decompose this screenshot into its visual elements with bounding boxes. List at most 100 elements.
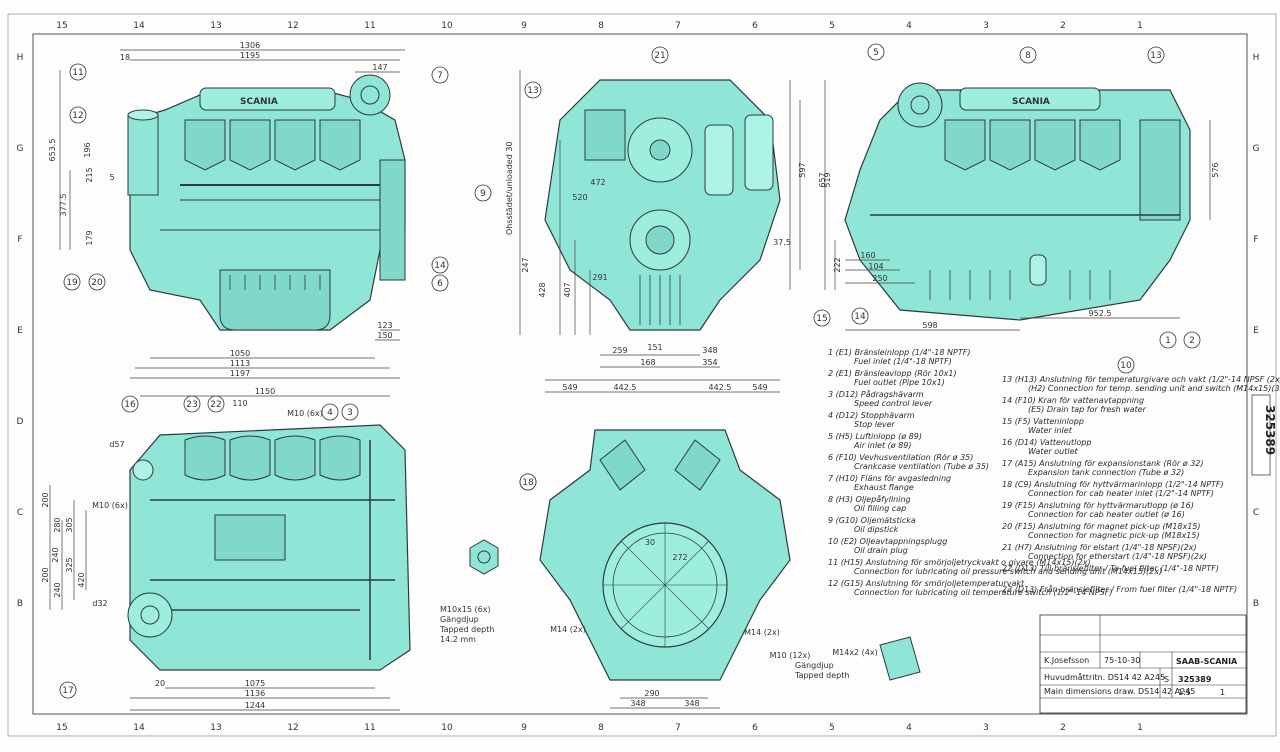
legend-item-en: (E5) Drain tap for fresh water [1028,405,1147,414]
bottom-dimension: M14x2 (4x) [832,648,878,657]
callout-number: 21 [654,51,665,61]
grid-col-top: 14 [133,21,145,31]
side-dimension: 1306 [240,41,260,50]
legend-item-en: Crankcase ventilation (Tube ø 35) [854,462,989,471]
top-detail-note: M10x15 (6x) [440,605,491,614]
grid-col-bottom: 7 [675,723,681,733]
bottom-dimension: 348 [684,699,699,708]
bottom-dimension: 290 [644,689,659,698]
callout-circle [63,273,81,291]
side-dimension: 215 [85,167,94,182]
bottom-dimension: M14 (2x) [550,625,586,634]
legend-item-en: Water outlet [1028,447,1079,456]
callout-23: 23 [183,395,201,413]
drawing-border [32,33,1248,715]
grid-col-bottom: 3 [983,723,989,733]
side-dimension: 179 [85,230,94,245]
front-dimension: 247 [521,257,530,272]
callout-circle [851,307,869,325]
front-dimension: 168 [640,358,655,367]
legend-item-sv: 13 (H13) Anslutning för temperaturgivare… [1002,375,1280,384]
callout-circle [519,473,537,491]
top-detail-note: Gängdjup [440,615,479,624]
callout-circle [1183,331,1201,349]
legend: 1 (E1) Bränsleinlopp (1/4"-18 NPTF)Fuel … [828,348,1280,597]
legend-item-en: Oil dipstick [854,525,899,534]
callout-number: 15 [816,314,827,324]
grid-col-top: 7 [675,21,681,31]
callout-8: 8 [1019,46,1037,64]
callout-circle [1159,331,1177,349]
callout-number: 13 [527,86,538,96]
callout-20: 20 [88,273,106,291]
side-dimension: 123 [377,321,392,330]
callout-number: 14 [854,312,866,322]
callout-circle [183,395,201,413]
size-code: S [1164,675,1169,684]
front-dimension: 259 [612,346,627,355]
sheet-number: 1 [1220,688,1225,697]
callout-number: 10 [1120,361,1132,371]
side-dimension: 1197 [230,369,250,378]
grid-col-bottom: 2 [1060,723,1066,733]
legend-item-en: Fuel inlet (1/4"-18 NPTF) [854,357,952,366]
callout-14: 14 [431,256,449,274]
callout-number: 18 [522,478,534,488]
callout-circle [431,256,449,274]
top-dimension: 420 [77,572,86,587]
drawing-title-en: Main dimensions draw. DS14 42 A245 [1044,687,1195,696]
side-dimension: 1195 [240,51,260,60]
company-name: SAAB-SCANIA [1176,657,1238,666]
front-dimension: 37.5 [773,238,791,247]
bottom-detail-note: Gängdjup [795,661,834,670]
callout-number: 12 [72,111,83,121]
callout-circle [651,46,669,64]
callout-1: 1 [1159,331,1177,349]
callout-10: 10 [1117,356,1135,374]
rear-dimension: 598 [922,321,937,330]
front-dimension: 442.5 [709,383,732,392]
legend-item-en: Connection for etherstart (1/4"-18 NPSF)… [1028,552,1207,561]
grid-col-bottom: 13 [210,723,221,733]
front-vertical-note: Ohsstädet/unloaded 30 [505,141,514,235]
legend-item-sv: 20 (F15) Anslutning för magnet pick-up (… [1002,522,1201,531]
bottom-dimension: 348 [630,699,645,708]
grid-row-right: G [1253,144,1260,154]
grid-col-top: 13 [210,21,221,31]
legend-item-sv: 11 (H15) Anslutning för smörjoljetryckva… [828,558,1091,567]
callout-circle [88,273,106,291]
top-dimension: 240 [51,547,60,562]
legend-item-sv: 17 (A15) Anslutning för expansionstank (… [1002,459,1204,468]
top-dimension: 200 [41,567,50,582]
grid-col-top: 3 [983,21,989,31]
top-dimension: M10 (6x) [92,501,128,510]
callout-circle [321,403,339,421]
callout-number: 20 [91,278,103,288]
callout-circle [524,81,542,99]
outer-border [7,13,1277,737]
rear-dimension: 952.5 [1089,309,1112,318]
grid-col-bottom: 4 [906,723,912,733]
grid-col-top: 5 [829,21,835,31]
callout-circle [1019,46,1037,64]
callout-7: 7 [431,66,449,84]
legend-item-en: Connection for cab heater outlet (ø 16) [1028,510,1185,519]
callout-number: 7 [437,71,443,81]
legend-item-sv: 1 (E1) Bränsleinlopp (1/4"-18 NPTF) [828,348,970,357]
rear-dimension: 576 [1211,162,1220,177]
top-dimension: 305 [65,517,74,532]
front-dimension: 657 [818,172,827,187]
legend-item-sv: 7 (H10) Fläns för avgasledning [828,474,951,483]
callout-5: 5 [867,43,885,61]
callout-19: 19 [63,273,81,291]
callout-4: 4 [321,403,339,421]
legend-item-en: Oil filling cap [854,504,906,513]
front-dimension: 520 [572,193,587,202]
grid-col-top: 11 [364,21,375,31]
callout-circle [69,106,87,124]
legend-item-en: Oil drain plug [854,546,908,555]
legend-item-sv: 18 (C9) Anslutning för hyttvärmarinlopp … [1002,480,1224,489]
callout-2: 2 [1183,331,1201,349]
